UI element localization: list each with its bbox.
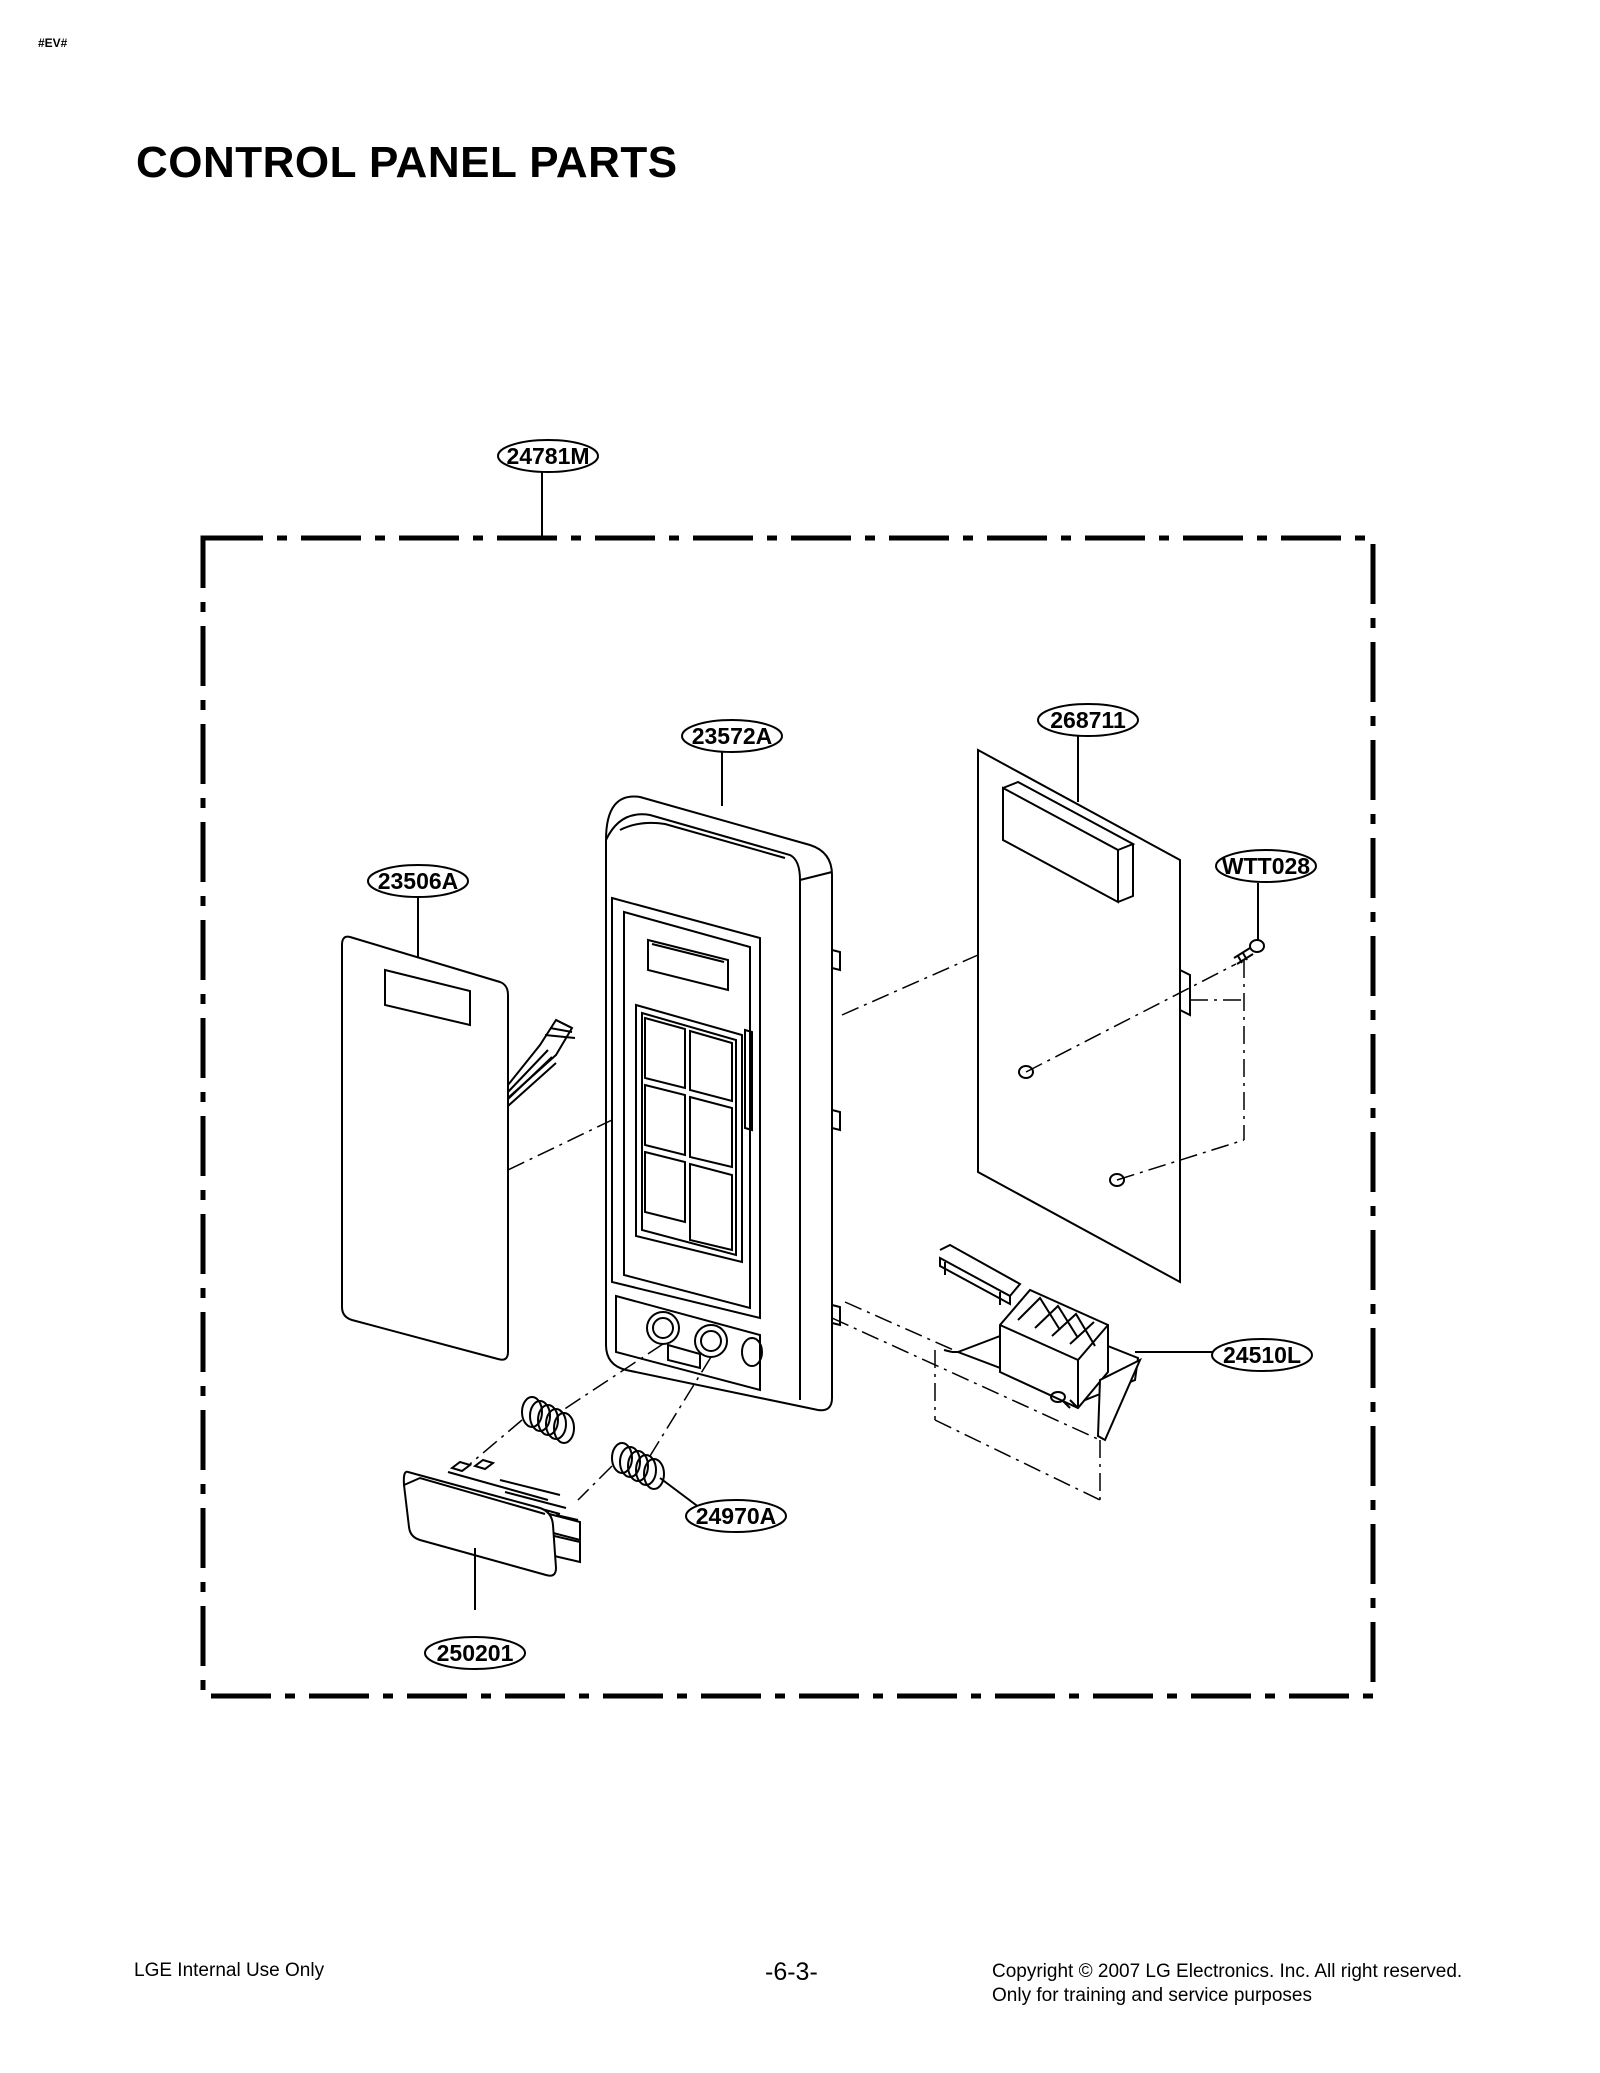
membrane-sheet-drawing bbox=[341, 935, 576, 1361]
callout-268711: 268711 bbox=[1037, 703, 1139, 737]
callout-23506A: 23506A bbox=[367, 864, 469, 898]
control-panel-frame-drawing bbox=[605, 795, 841, 1412]
footer-internal-use: LGE Internal Use Only bbox=[134, 1960, 325, 1981]
svg-text:24510L: 24510L bbox=[1223, 1342, 1301, 1368]
callout-WTT028: WTT028 bbox=[1215, 849, 1317, 883]
svg-text:268711: 268711 bbox=[1050, 707, 1126, 733]
assembly-boundary bbox=[200, 535, 1376, 1699]
callout-24970A: 24970A bbox=[685, 1499, 787, 1533]
door-lever-drawing bbox=[939, 1243, 1143, 1442]
callout-24510L: 24510L bbox=[1211, 1338, 1313, 1372]
alignment-lines bbox=[469, 954, 1245, 1501]
screw-drawing bbox=[1233, 939, 1265, 965]
corner-tag: #EV# bbox=[38, 36, 68, 50]
spring-left-drawing bbox=[521, 1396, 575, 1444]
spring-right-drawing bbox=[611, 1442, 665, 1490]
svg-text:24970A: 24970A bbox=[696, 1503, 777, 1529]
page-title: CONTROL PANEL PARTS bbox=[136, 138, 678, 187]
footer-copyright-line2: Only for training and service purposes bbox=[992, 1985, 1312, 2006]
footer-page-number: -6-3- bbox=[765, 1958, 818, 1986]
callout-24781M: 24781M bbox=[497, 439, 599, 473]
svg-text:24781M: 24781M bbox=[506, 443, 589, 469]
svg-text:WTT028: WTT028 bbox=[1222, 853, 1310, 879]
footer-copyright-line1: Copyright © 2007 LG Electronics. Inc. Al… bbox=[992, 1961, 1463, 1982]
svg-text:23506A: 23506A bbox=[378, 868, 459, 894]
leader-24970A bbox=[659, 1477, 701, 1509]
door-button-drawing bbox=[402, 1458, 581, 1577]
callout-23572A: 23572A bbox=[681, 719, 783, 753]
footer-copyright: Copyright © 2007 LG Electronics. Inc. Al… bbox=[992, 1960, 1462, 2008]
pcb-assembly-drawing bbox=[977, 748, 1191, 1284]
svg-text:250201: 250201 bbox=[437, 1640, 514, 1666]
callout-250201: 250201 bbox=[424, 1636, 526, 1670]
svg-text:23572A: 23572A bbox=[692, 723, 773, 749]
